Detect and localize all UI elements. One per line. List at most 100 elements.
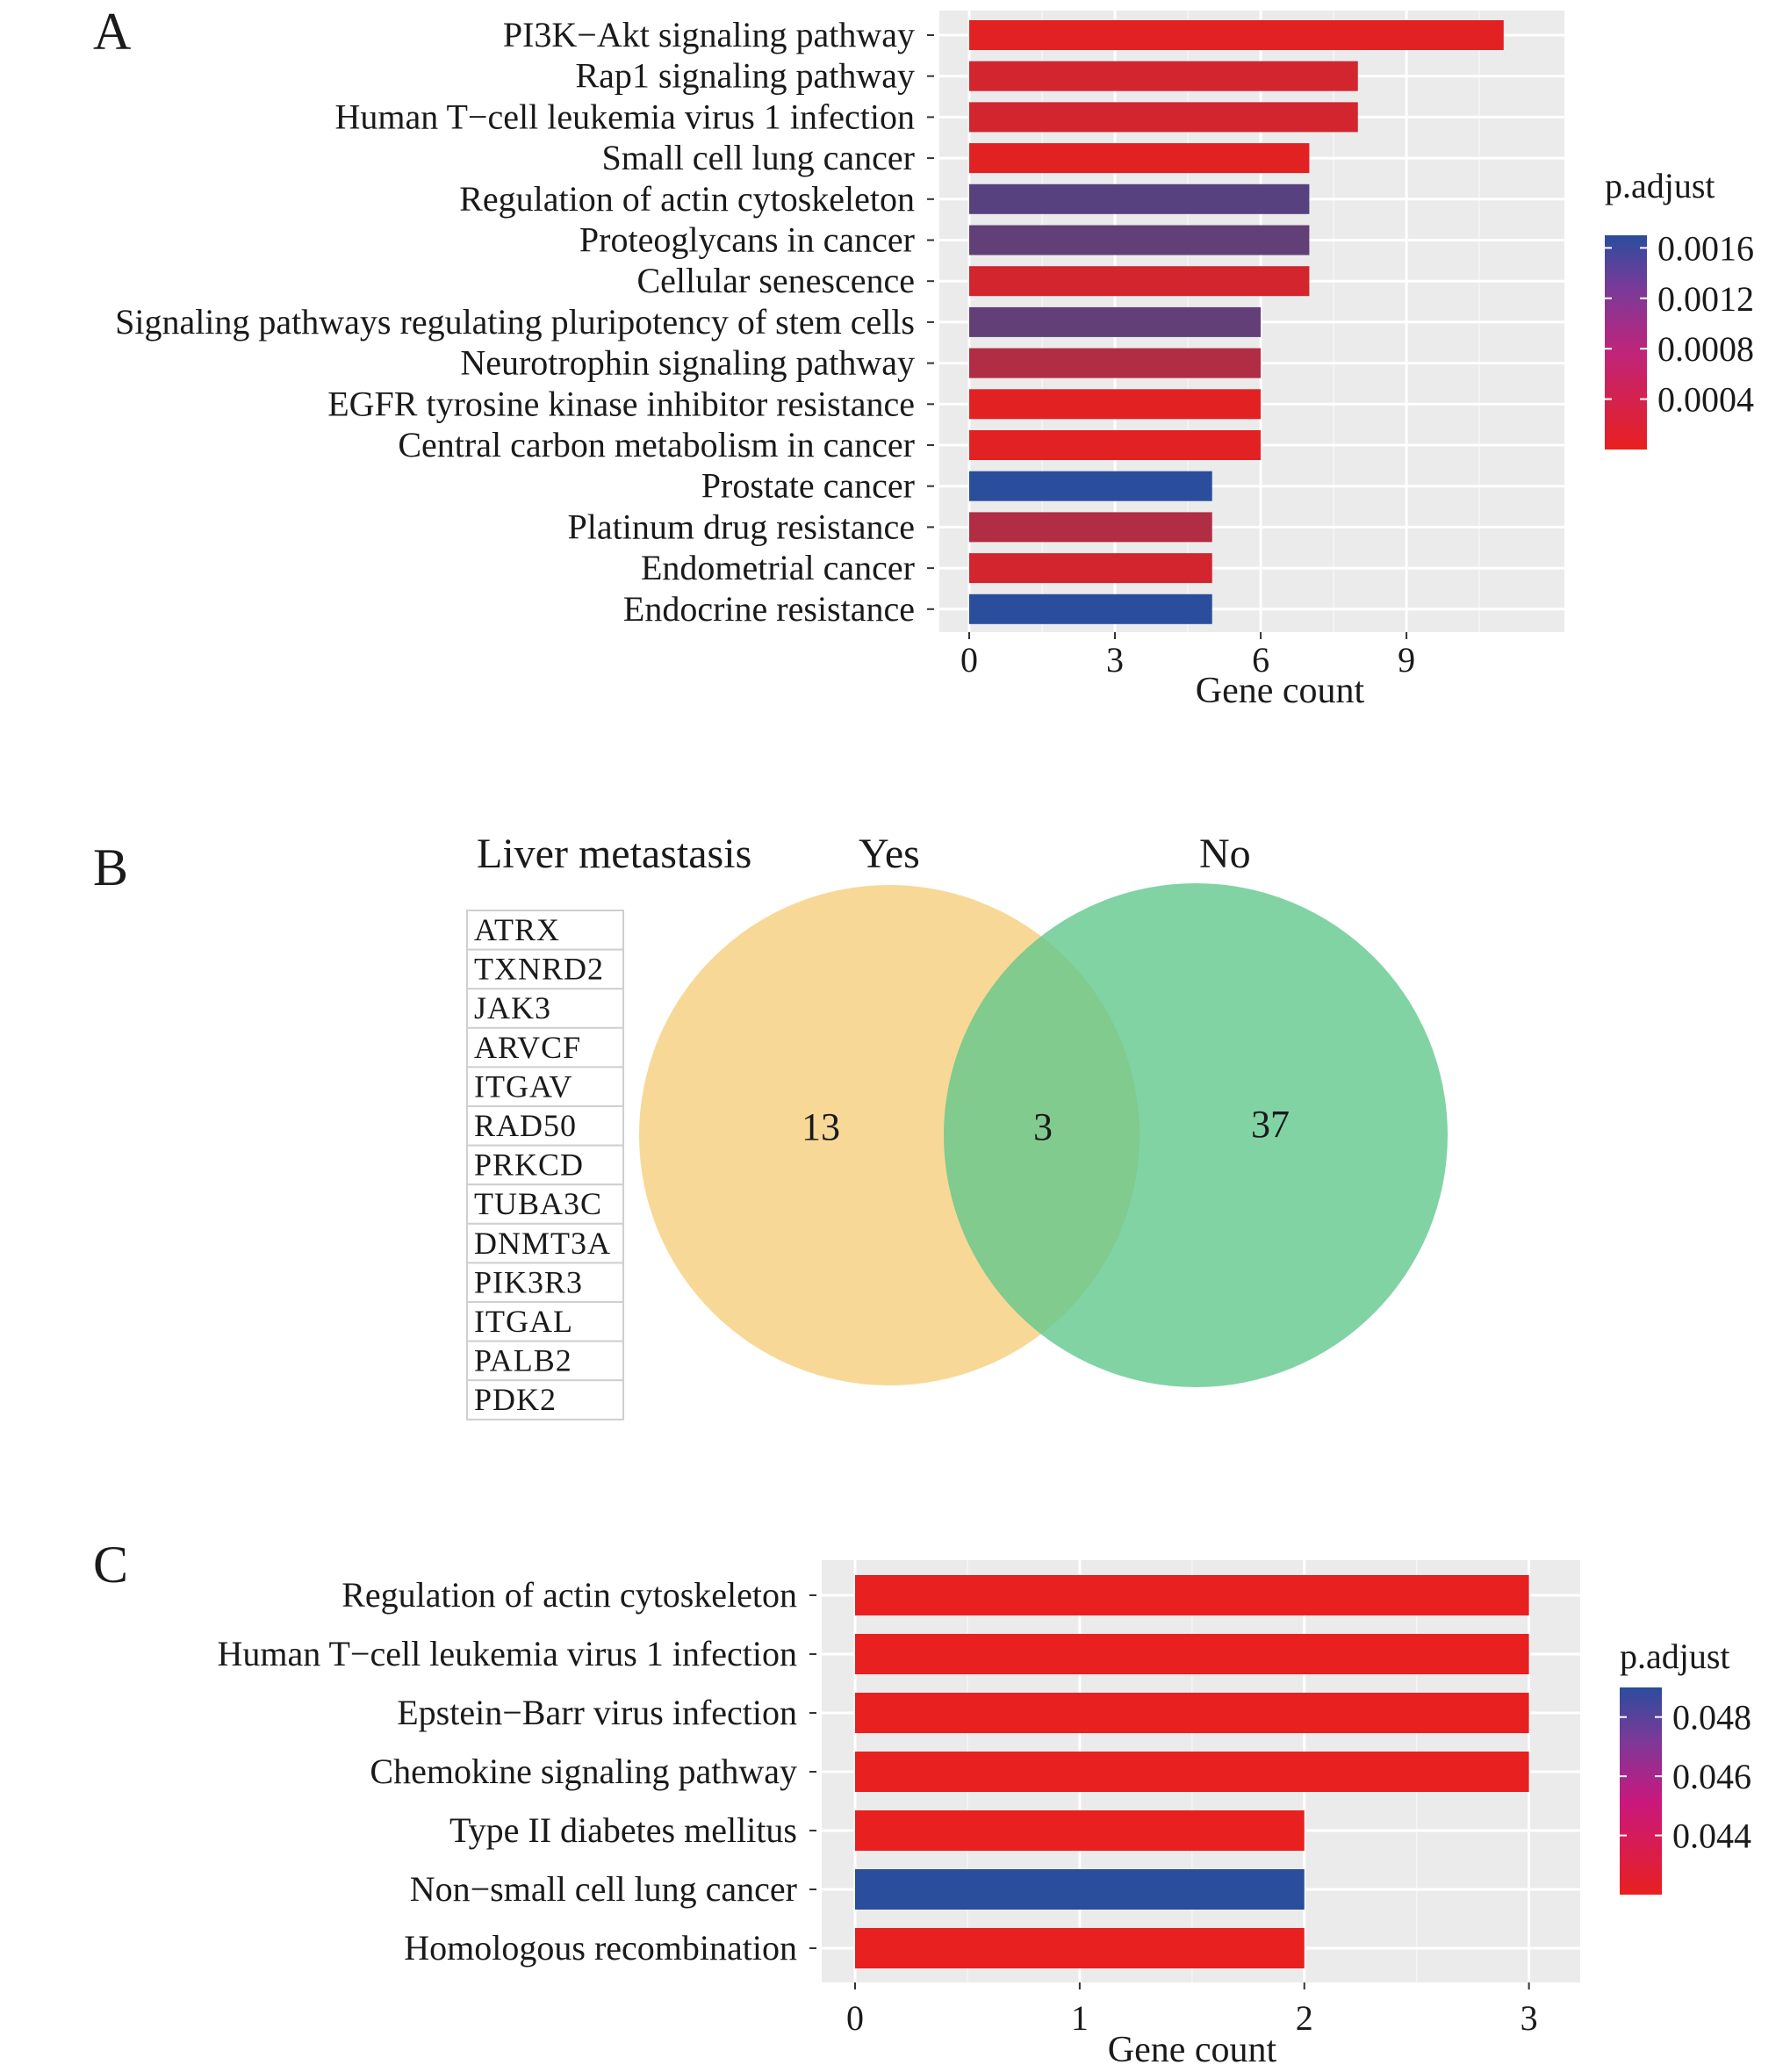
legend-tick-label: 0.048 xyxy=(1672,1698,1751,1737)
legend-title: p.adjust xyxy=(1605,166,1715,205)
bar xyxy=(969,102,1358,133)
gene-name: DNMT3A xyxy=(474,1226,611,1261)
category-label: Chemokine signaling pathway xyxy=(370,1752,797,1791)
venn-count-intersection: 3 xyxy=(1033,1105,1053,1148)
bar xyxy=(969,183,1310,214)
gene-list-cell xyxy=(466,988,624,1029)
category-label: Epstein−Barr virus infection xyxy=(397,1693,797,1732)
category-label: Small cell lung cancer xyxy=(601,138,915,177)
venn-count-no-only: 37 xyxy=(1251,1103,1290,1146)
category-label: Prostate cancer xyxy=(701,466,915,506)
bar xyxy=(969,225,1310,255)
bar xyxy=(969,348,1262,378)
x-tick-label: 2 xyxy=(1296,1998,1313,2038)
legend-tick-label: 0.0004 xyxy=(1657,380,1754,420)
gene-list-cell xyxy=(466,1262,624,1304)
category-label: Human T−cell leukemia virus 1 infection xyxy=(217,1634,797,1673)
x-tick-label: 3 xyxy=(1106,640,1124,680)
x-tick-label: 0 xyxy=(846,1998,864,2038)
bar xyxy=(969,594,1212,624)
legend-tick-label: 0.0008 xyxy=(1657,329,1754,369)
category-label: Human T−cell leukemia virus 1 infection xyxy=(334,97,915,136)
gene-name: PRKCD xyxy=(474,1148,584,1183)
x-tick-label: 3 xyxy=(1521,1998,1538,2038)
bar xyxy=(969,389,1262,420)
bar xyxy=(855,1693,1529,1733)
category-label: Platinum drug resistance xyxy=(568,507,915,546)
bar xyxy=(969,306,1262,337)
bar xyxy=(969,266,1310,297)
venn-count-yes-only: 13 xyxy=(802,1105,840,1148)
gene-name: PIK3R3 xyxy=(474,1264,583,1299)
category-label: Regulation of actin cytoskeleton xyxy=(459,179,915,219)
gene-list-cell xyxy=(466,1066,624,1108)
gene-list-cell xyxy=(466,1144,624,1186)
x-tick-label: 6 xyxy=(1252,640,1269,680)
gene-list-cell xyxy=(466,1183,624,1225)
category-label: Non−small cell lung cancer xyxy=(410,1869,797,1909)
venn-circle-no xyxy=(944,883,1448,1387)
panel-label-b: B xyxy=(93,838,128,896)
bar xyxy=(855,1634,1529,1674)
gene-name: ARVCF xyxy=(474,1030,581,1065)
category-label: Homologous recombination xyxy=(404,1928,797,1968)
x-tick-label: 9 xyxy=(1398,640,1415,680)
category-label: Signaling pathways regulating pluripoten… xyxy=(115,302,915,342)
bar xyxy=(969,471,1212,501)
gene-name: ATRX xyxy=(474,912,560,947)
gene-name: PALB2 xyxy=(474,1343,572,1378)
gene-list-cell xyxy=(466,1379,624,1421)
category-label: Type II diabetes mellitus xyxy=(449,1810,797,1850)
gene-name: PDK2 xyxy=(474,1382,557,1417)
gene-name: JAK3 xyxy=(474,990,551,1025)
category-label: Endometrial cancer xyxy=(641,548,915,587)
panel-label-a: A xyxy=(93,3,131,61)
gene-list-cell xyxy=(466,1105,624,1147)
bar xyxy=(969,512,1212,543)
bar xyxy=(969,20,1504,50)
bar xyxy=(969,61,1358,91)
gene-name: TXNRD2 xyxy=(474,952,604,987)
bar xyxy=(855,1928,1305,1968)
bar xyxy=(855,1752,1529,1792)
bar xyxy=(969,430,1262,460)
category-label: Central carbon metabolism in cancer xyxy=(398,425,915,464)
venn-set-label-no: No xyxy=(1199,831,1251,877)
bar xyxy=(969,553,1212,584)
gene-name: ITGAL xyxy=(474,1304,573,1339)
bar xyxy=(969,143,1310,174)
x-axis-title: Gene count xyxy=(1196,671,1365,711)
gene-name: TUBA3C xyxy=(474,1186,602,1221)
panel-label-c: C xyxy=(93,1536,128,1594)
gene-name: RAD50 xyxy=(474,1108,577,1143)
category-label: Regulation of actin cytoskeleton xyxy=(342,1575,797,1615)
gene-list-cell xyxy=(466,910,624,951)
legend-tick-label: 0.046 xyxy=(1672,1757,1751,1796)
venn-diagram: Liver metastasis Yes No 13 3 37 ATRX TXNRD2JAK3… xyxy=(466,831,1448,1421)
category-label: Neurotrophin signaling pathway xyxy=(460,343,915,383)
category-label: EGFR tyrosine kinase inhibitor resistanc… xyxy=(327,384,915,423)
gene-name: ITGAV xyxy=(474,1068,572,1104)
legend-tick-label: 0.0016 xyxy=(1657,228,1754,268)
venn-title: Liver metastasis xyxy=(477,831,751,877)
legend-title: p.adjust xyxy=(1620,1637,1730,1676)
x-tick-label: 0 xyxy=(960,640,978,680)
legend-tick-label: 0.0012 xyxy=(1657,279,1754,319)
category-label: Rap1 signaling pathway xyxy=(575,56,915,96)
category-label: Proteoglycans in cancer xyxy=(579,220,915,260)
category-label: Endocrine resistance xyxy=(623,589,915,629)
venn-set-label-yes: Yes xyxy=(859,831,920,877)
gene-list-cell xyxy=(466,1222,624,1264)
bar xyxy=(855,1575,1529,1615)
gene-list-cell xyxy=(466,1301,624,1342)
category-label: Cellular senescence xyxy=(636,261,915,300)
x-axis-title: Gene count xyxy=(1108,2030,1277,2070)
bar xyxy=(855,1869,1305,1910)
legend-tick-label: 0.044 xyxy=(1672,1817,1751,1856)
legend-colorbar xyxy=(1605,235,1647,450)
category-label: PI3K−Akt signaling pathway xyxy=(503,15,915,54)
x-tick-label: 1 xyxy=(1071,1998,1089,2038)
legend-colorbar xyxy=(1620,1687,1662,1895)
